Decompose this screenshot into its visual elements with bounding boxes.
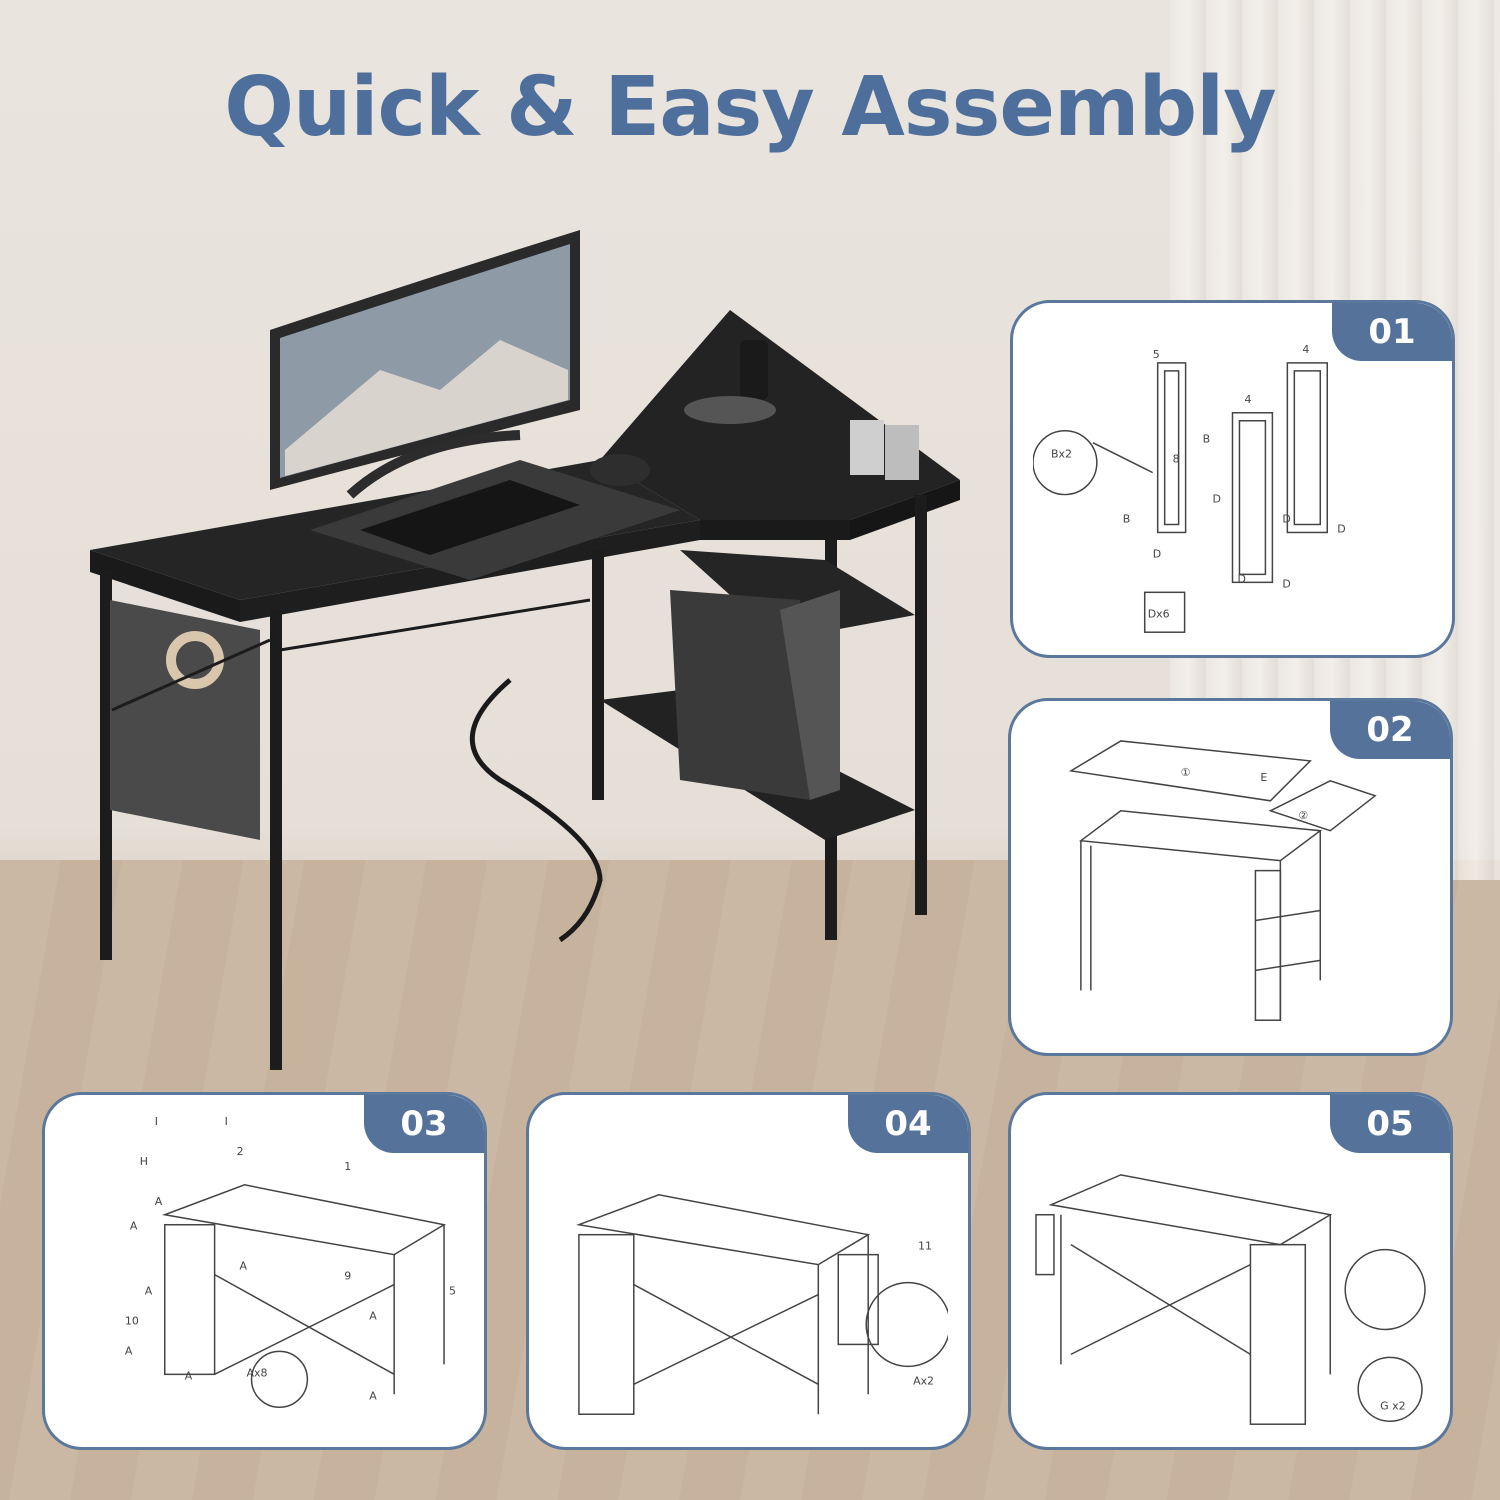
callout-d5: D [1237,572,1245,585]
callout-a6: A [125,1344,133,1357]
step-02-diagram: ① E ② [1068,740,1377,1021]
callout-10: 10 [125,1314,139,1327]
callout-9: 9 [344,1270,351,1283]
callout-d1: D [1153,547,1161,560]
callout-1: 1 [344,1160,351,1173]
callout-4a: 4 [1302,343,1309,356]
step-05-badge: 05 [1330,1095,1450,1153]
callout-d6: D [1282,577,1290,590]
callout-d4: D [1337,522,1345,535]
step-05-diagram: G x2 [1035,1174,1426,1425]
callout-i2: I [225,1115,228,1128]
callout-d2: D [1213,493,1221,506]
step-05-card: 05 G x2 [1008,1092,1453,1450]
step-03-card: 03 I I H 2 1 A A A A 9 A 10 A A 5 A Ax8 [42,1092,487,1450]
step-01-badge: 01 [1332,303,1452,361]
callout-a3: A [240,1260,248,1273]
callout-bx2: Bx2 [1051,448,1072,461]
callout-i1: I [155,1115,158,1128]
step-01-card: 01 5 4 4 B Bx2 8 B D D D D D D Dx6 [1010,300,1455,658]
callout-part1: ① [1181,766,1191,779]
callout-part2: ② [1298,809,1308,822]
callout-4b: 4 [1244,393,1251,406]
callout-a5: A [369,1309,377,1322]
step-04-diagram: 11 Ax2 [576,1194,948,1415]
step-03-diagram: I I H 2 1 A A A A 9 A 10 A A 5 A Ax8 [125,1115,456,1409]
step-04-card: 04 11 Ax2 [526,1092,971,1450]
callout-11: 11 [918,1240,932,1253]
step-01-diagram: 5 4 4 B Bx2 8 B D D D D D D Dx6 [1033,343,1346,633]
callout-e: E [1260,771,1267,784]
callout-a4: A [145,1285,153,1298]
callout-5: 5 [449,1285,456,1298]
callout-h: H [140,1155,148,1168]
callout-b1: B [1203,433,1211,446]
step-02-badge: 02 [1330,701,1450,759]
callout-dx6: Dx6 [1148,607,1170,620]
step-03-badge: 03 [364,1095,484,1153]
page-title: Quick & Easy Assembly [224,60,1277,155]
callout-ax2: Ax2 [913,1374,934,1387]
callout-8: 8 [1173,453,1180,466]
callout-a1: A [155,1195,163,1208]
step-04-badge: 04 [848,1095,968,1153]
callout-2: 2 [237,1145,244,1158]
step-02-card: 02 ① E ② [1008,698,1453,1056]
callout-5: 5 [1153,348,1160,361]
callout-ax8: Ax8 [247,1366,268,1379]
callout-b2: B [1123,512,1131,525]
callout-a8: A [369,1389,377,1402]
callout-gx2: G x2 [1380,1399,1405,1412]
callout-a2: A [130,1220,138,1233]
callout-a7: A [185,1369,193,1382]
desk-product-photo [90,230,960,1070]
callout-d3: D [1282,512,1290,525]
